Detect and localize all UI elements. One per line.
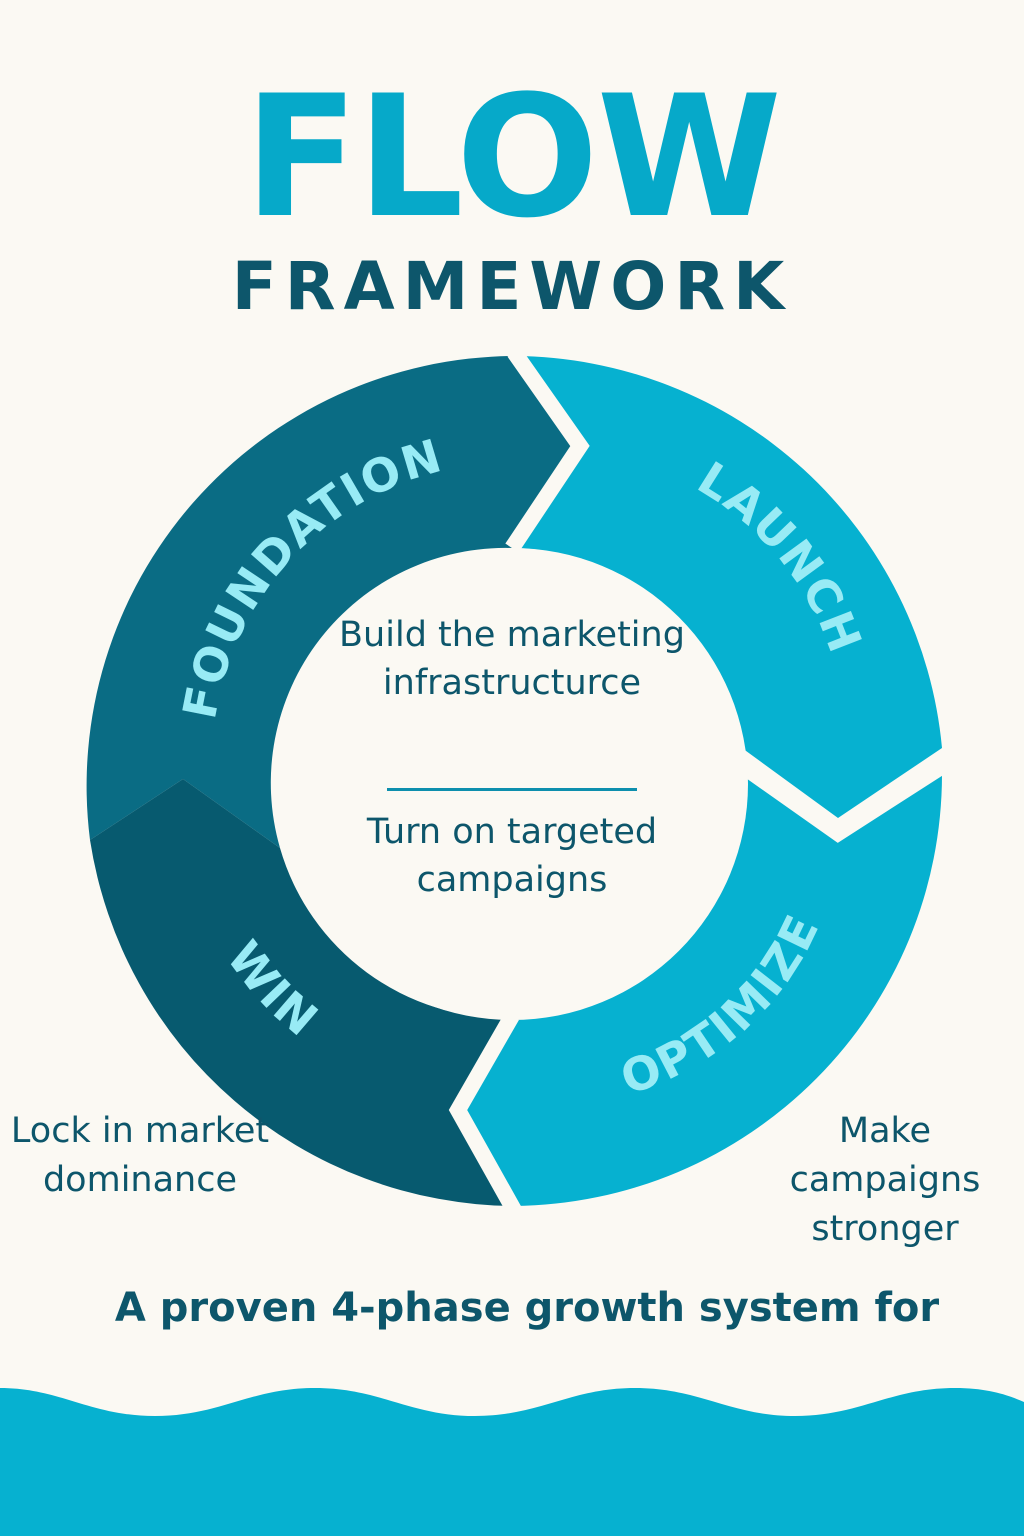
- framework-title: FLOW: [244, 59, 782, 255]
- center-top-text: Build the marketing infrastructurce: [339, 615, 685, 703]
- segment-launch: [512, 356, 942, 818]
- tagline: A proven 4-phase growth system for: [114, 1285, 940, 1331]
- segment-win: [90, 779, 514, 1206]
- divider-top: [505, 347, 590, 553]
- center-circle: [276, 548, 748, 1020]
- divider-right: [730, 752, 955, 843]
- framework-subtitle: FRAMEWORK: [231, 248, 793, 325]
- note-right: Make campaigns stronger: [789, 1111, 981, 1249]
- segment-optimize: [458, 775, 942, 1206]
- divider-bottom: [448, 1012, 521, 1214]
- wave-shape: [0, 1388, 1024, 1536]
- wave-footer: [0, 1388, 1024, 1536]
- note-left: Lock in market dominance: [10, 1111, 270, 1200]
- center-bottom-text: Turn on targeted campaigns: [366, 812, 658, 900]
- center-divider: [387, 788, 637, 791]
- segment-foundation: [86, 356, 580, 848]
